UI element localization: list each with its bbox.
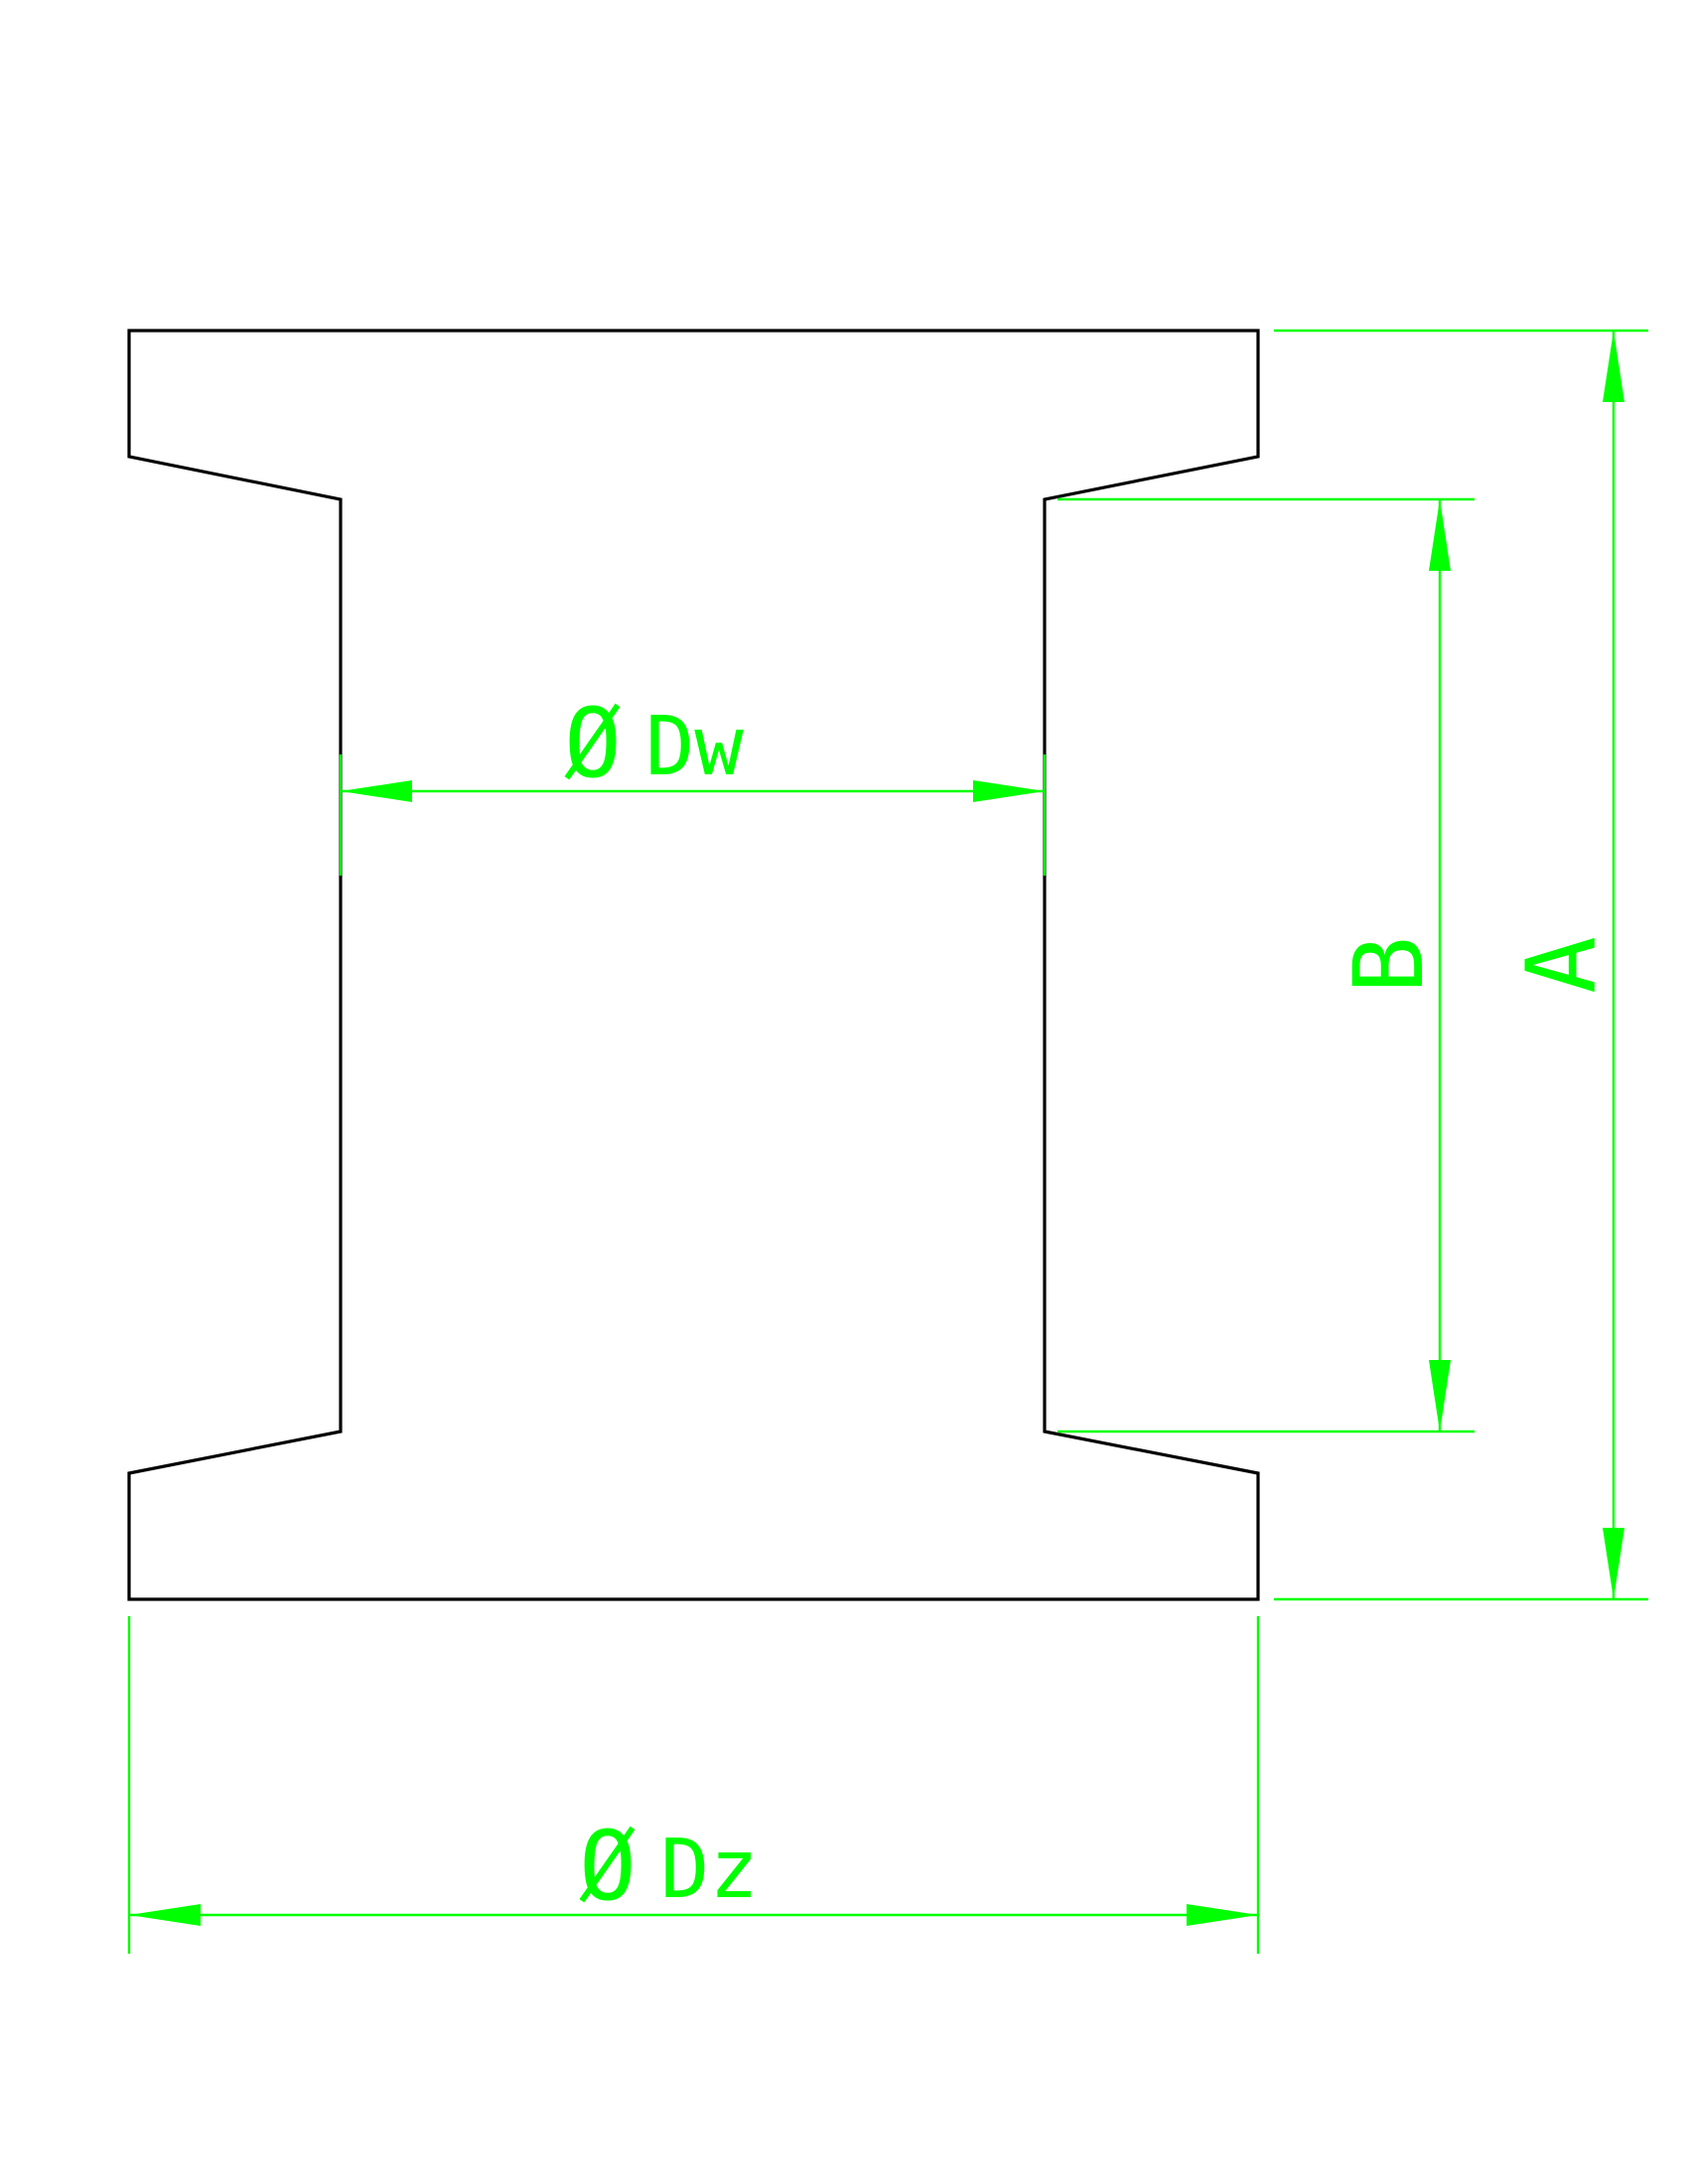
spool-outline (127, 329, 1260, 1601)
outer-diameter-dimension: Ø Dz (127, 1616, 1260, 1954)
dz-arrow-left (129, 1904, 201, 1926)
dz-label: Dz (660, 1823, 759, 1917)
a-arrow-top (1603, 331, 1624, 402)
a-label: A (1506, 936, 1618, 994)
dw-arrow-left (341, 780, 412, 802)
dz-diameter-symbol: Ø (579, 1811, 636, 1922)
a-arrow-bottom (1603, 1528, 1624, 1599)
inner-diameter-dimension: Ø Dw (339, 688, 1047, 876)
dw-arrow-right (973, 780, 1045, 802)
dw-label: Dw (645, 700, 744, 794)
overall-width-dimension: A (1274, 329, 1648, 1601)
b-arrow-bottom (1429, 1360, 1451, 1432)
dz-arrow-right (1187, 1904, 1258, 1926)
inner-width-dimension: B (1057, 497, 1475, 1433)
dw-diameter-symbol: Ø (564, 688, 622, 799)
b-label: B (1334, 936, 1445, 994)
b-arrow-top (1429, 499, 1451, 571)
